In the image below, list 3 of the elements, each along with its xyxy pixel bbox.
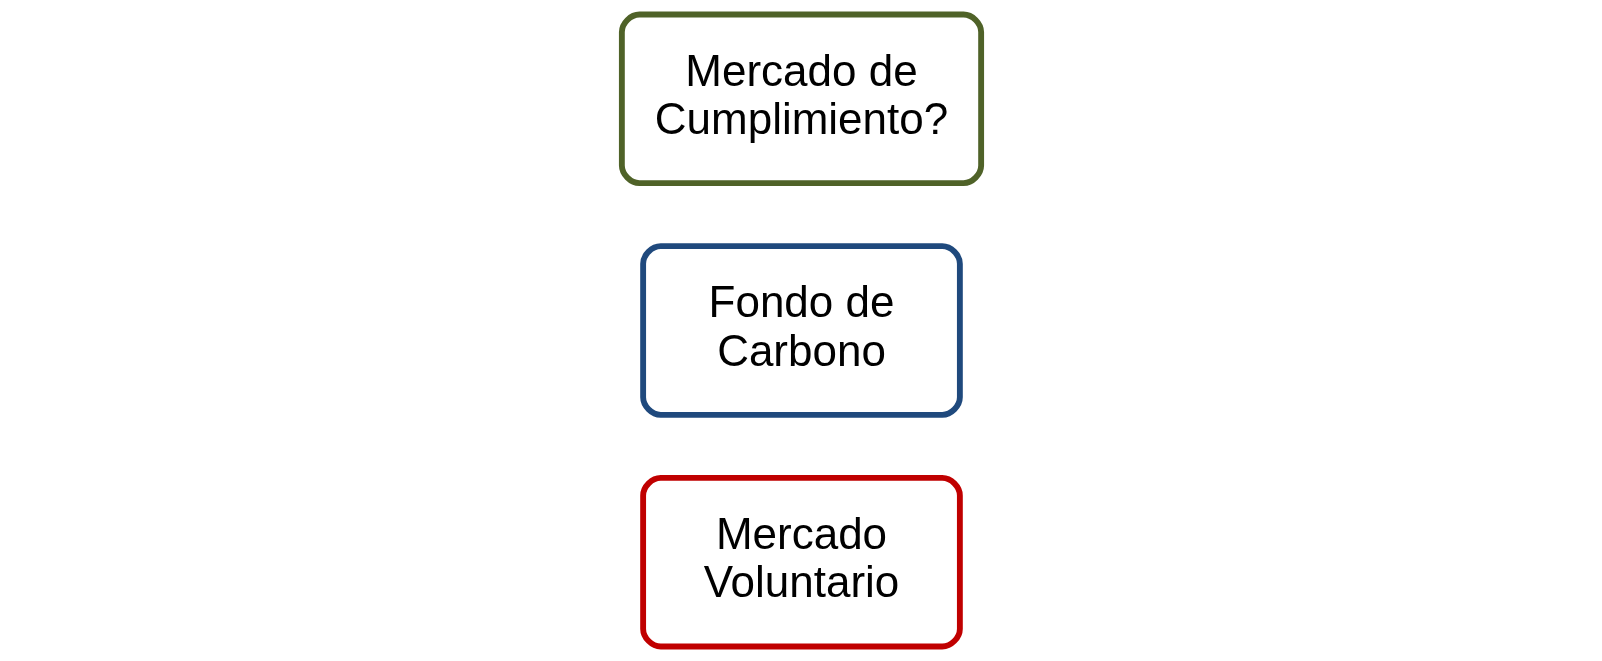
node-box: Mercado Voluntario [639, 474, 963, 650]
node-box: Fondo de Carbono [639, 243, 963, 418]
node-box: Mercado de Cumplimiento? [618, 11, 984, 187]
